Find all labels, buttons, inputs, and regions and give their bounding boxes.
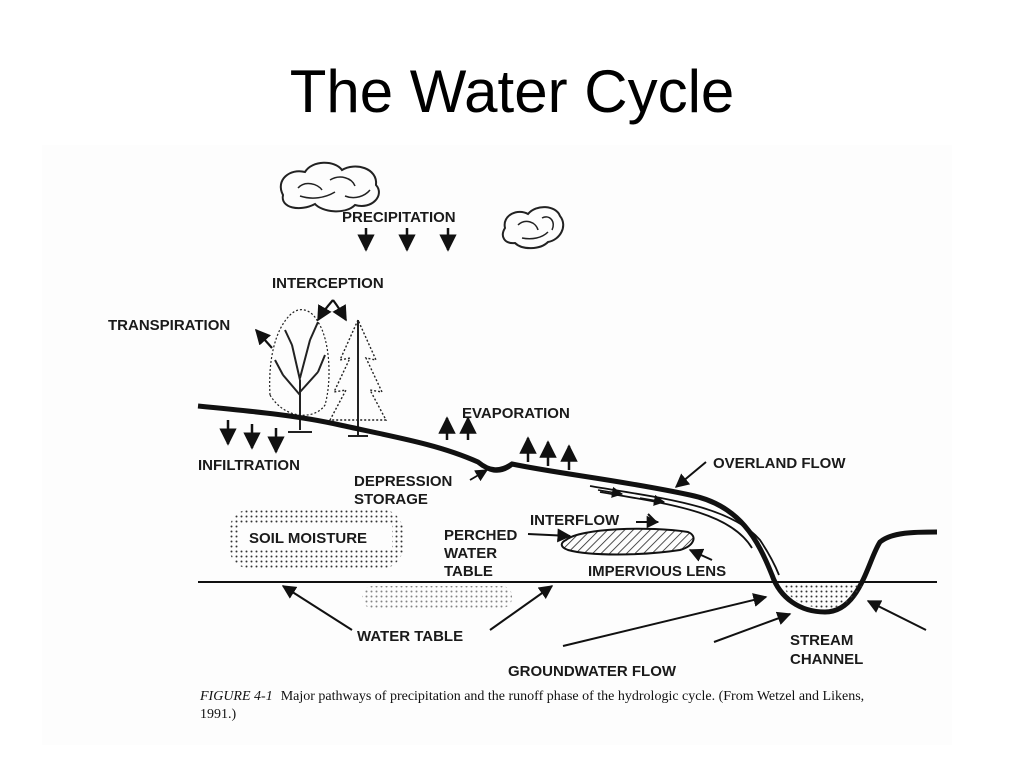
cloud-icon bbox=[501, 206, 565, 250]
conifer-tree-icon bbox=[328, 318, 388, 437]
soil-moisture-label: SOIL MOISTURE bbox=[249, 530, 367, 547]
depression-storage-arrow bbox=[469, 469, 489, 482]
perched-water-table-label-line1: PERCHED bbox=[444, 527, 518, 544]
precipitation-arrows bbox=[357, 228, 457, 252]
saturated-zone-shading bbox=[362, 586, 512, 608]
deciduous-tree-icon bbox=[269, 309, 330, 433]
soil-moisture-label-bg bbox=[240, 525, 392, 549]
interflow-path bbox=[636, 513, 659, 523]
precipitation-label: PRECIPITATION bbox=[342, 209, 456, 226]
surface-flow-arrows bbox=[597, 486, 666, 506]
cloud-icon bbox=[279, 161, 380, 213]
interception-arrows bbox=[317, 299, 347, 322]
water-table-label: WATER TABLE bbox=[357, 628, 463, 645]
impervious-lens bbox=[560, 527, 695, 556]
overland-flow-label: OVERLAND FLOW bbox=[713, 455, 846, 472]
interception-label: INTERCEPTION bbox=[272, 275, 384, 292]
perched-water-table-label-line2: WATER bbox=[444, 545, 497, 562]
infiltration-arrows bbox=[219, 420, 285, 454]
evaporation-label: EVAPORATION bbox=[462, 405, 570, 422]
transpiration-label: TRANSPIRATION bbox=[108, 317, 230, 334]
groundwater-flow-arrows bbox=[562, 593, 927, 647]
stream-water bbox=[782, 585, 862, 608]
transpiration-arrow bbox=[254, 328, 273, 349]
impervious-lens-arrow bbox=[688, 548, 713, 562]
water-cycle-figure bbox=[42, 145, 952, 745]
depression-storage-label-line1: DEPRESSION bbox=[354, 473, 452, 490]
evaporation-arrows bbox=[438, 416, 578, 470]
water-table-arrows bbox=[281, 585, 554, 631]
infiltration-label: INFILTRATION bbox=[198, 457, 300, 474]
stream-channel-label-line1: STREAM bbox=[790, 632, 853, 649]
groundwater-flow-label: GROUNDWATER FLOW bbox=[508, 663, 677, 680]
impervious-lens-label: IMPERVIOUS LENS bbox=[588, 563, 726, 580]
figure-number: FIGURE 4-1 bbox=[200, 689, 273, 704]
depression-storage bbox=[479, 463, 513, 473]
perched-water-table-label-line3: TABLE bbox=[444, 563, 493, 580]
depression-storage-label-line2: STORAGE bbox=[354, 491, 428, 508]
slide-title: The Water Cycle bbox=[289, 58, 735, 125]
overland-flow-arrow bbox=[674, 461, 707, 488]
caption-text: Major pathways of precipitation and the … bbox=[200, 689, 865, 722]
overland-flow-lines bbox=[589, 485, 780, 576]
interflow-label: INTERFLOW bbox=[530, 512, 620, 529]
stream-channel-label-line2: CHANNEL bbox=[790, 651, 863, 668]
perched-water-table-arrow bbox=[527, 528, 572, 543]
